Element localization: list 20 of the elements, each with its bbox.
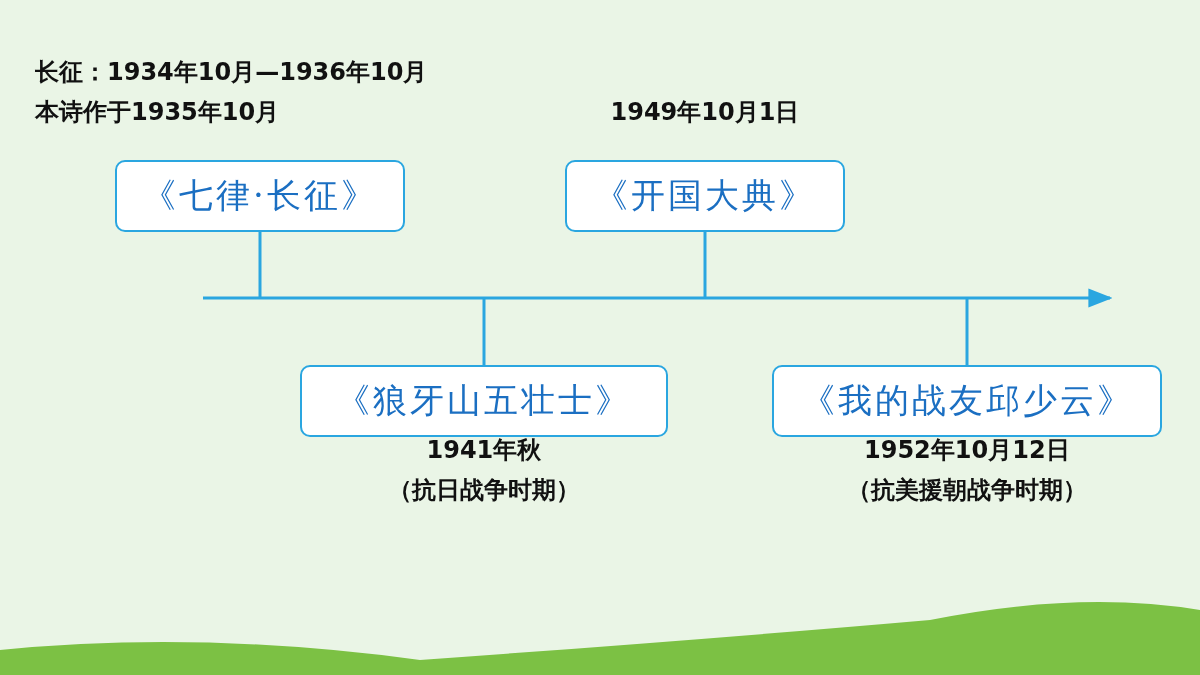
work-title-box	[115, 160, 405, 232]
date-note: （抗美援朝战争时期）	[847, 475, 1087, 506]
work-title-box	[300, 365, 668, 437]
connector-line	[965, 298, 969, 365]
connector-line	[703, 232, 707, 298]
connector-line	[258, 232, 262, 298]
work-title: 《七律·长征》	[142, 174, 378, 217]
work-title: 《狼牙山五壮士》	[336, 379, 632, 422]
date-note: 1952年10月12日	[864, 435, 1070, 466]
work-title: 《我的战友邱少云》	[800, 379, 1134, 422]
work-title: 《开国大典》	[594, 174, 816, 217]
work-title-box	[772, 365, 1162, 437]
date-note: （抗日战争时期）	[388, 475, 580, 506]
work-title-box	[565, 160, 845, 232]
date-note: 1949年10月1日	[610, 97, 800, 128]
date-note: 1941年秋	[426, 435, 542, 466]
date-note: 本诗作于1935年10月	[35, 97, 280, 128]
date-note: 长征：1934年10月—1936年10月	[35, 57, 428, 88]
timeline-axis-arrow	[203, 288, 1113, 308]
connector-line	[482, 298, 486, 365]
